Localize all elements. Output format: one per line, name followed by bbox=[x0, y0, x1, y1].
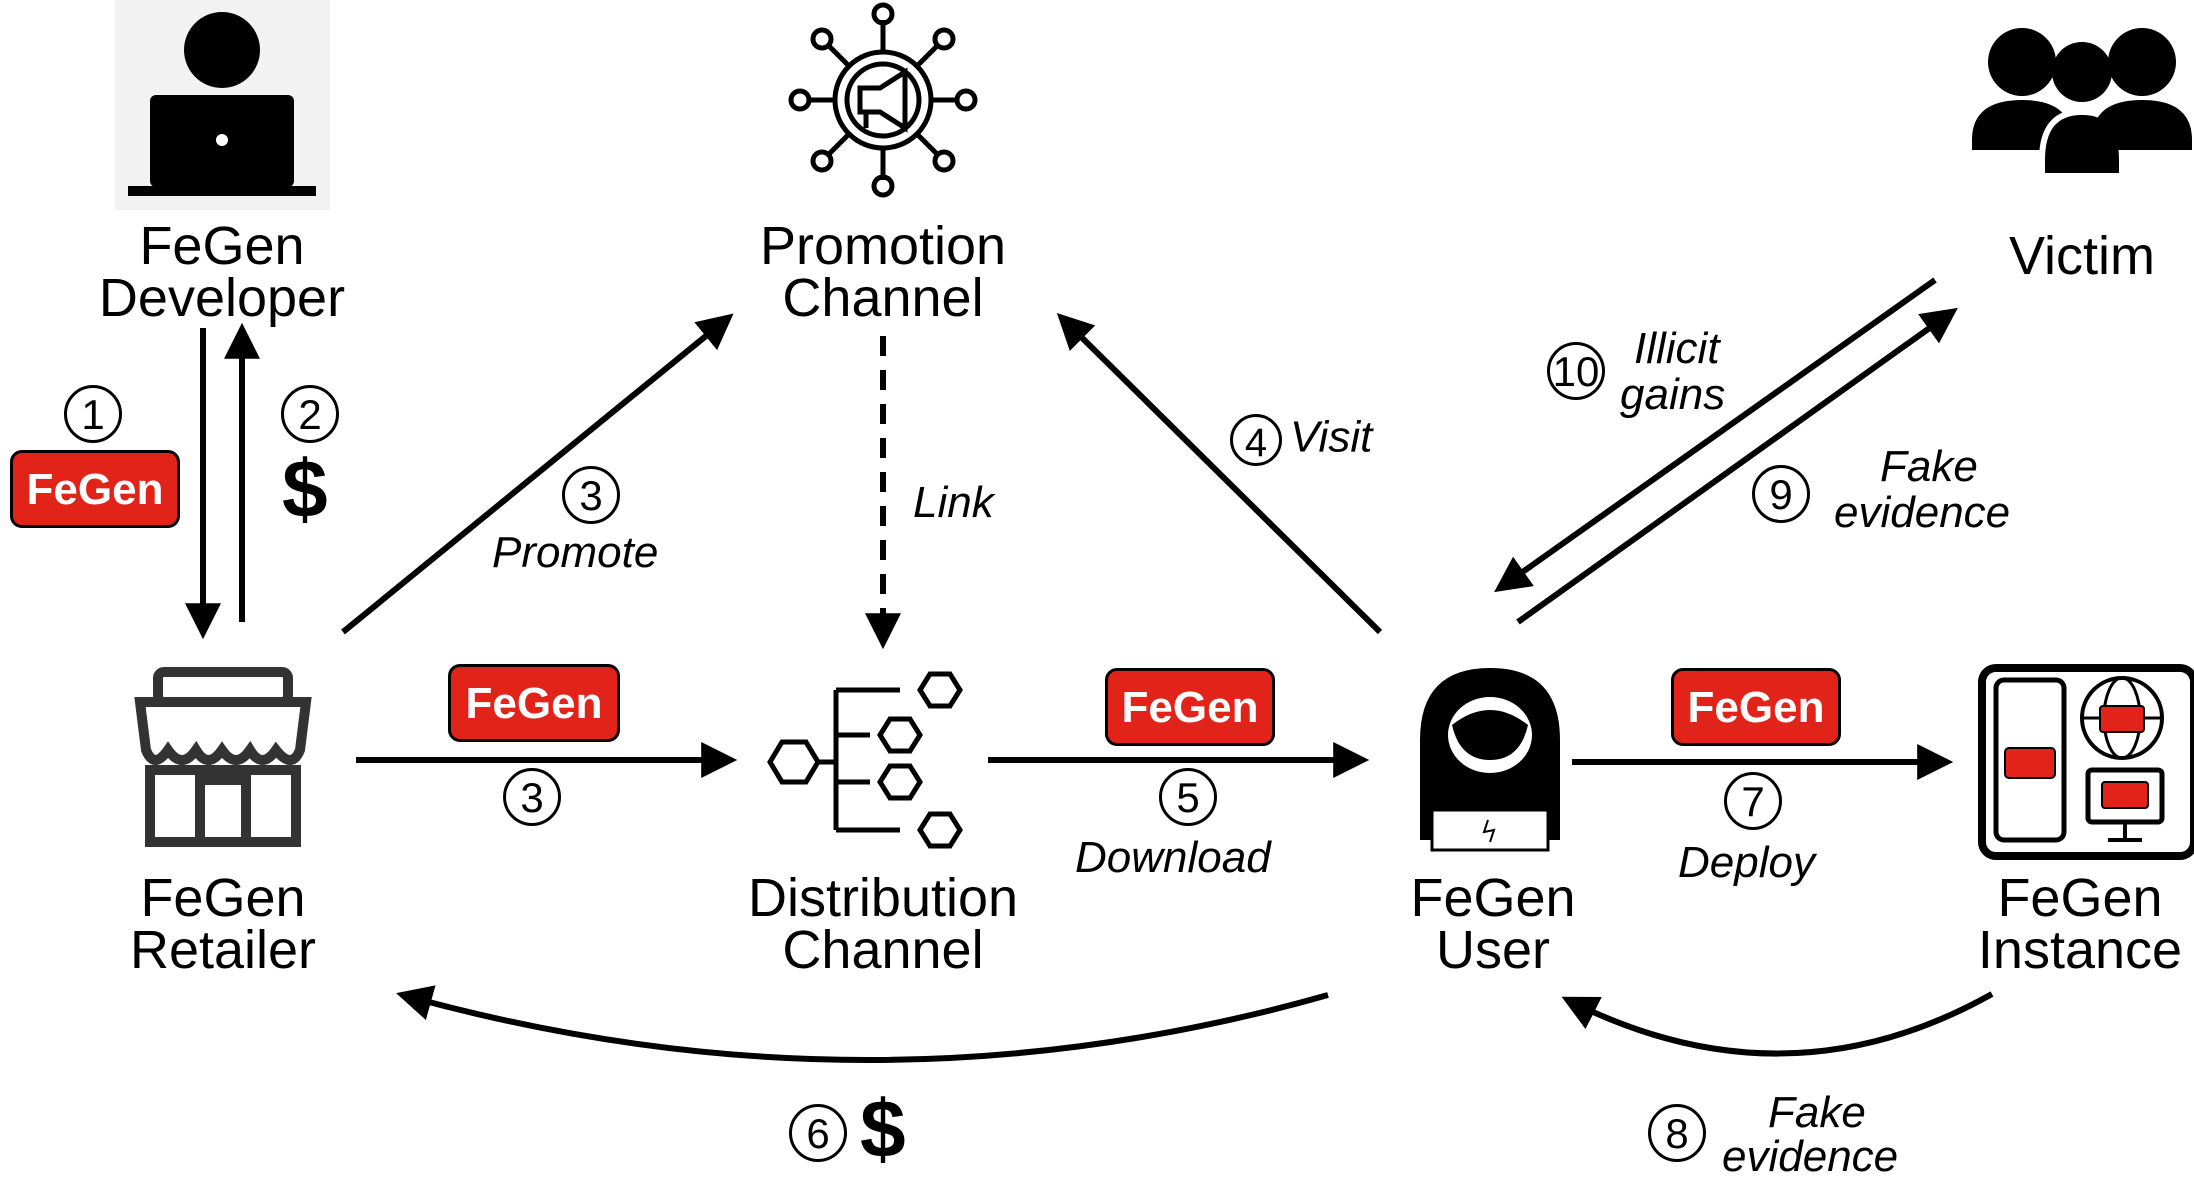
developer-label: FeGen Developer bbox=[98, 216, 346, 328]
step-2-number: 2 bbox=[281, 385, 339, 443]
step-4-label: Visit bbox=[1290, 412, 1373, 462]
step-3a-label: Promote bbox=[492, 528, 659, 577]
instance-label: FeGen Instance bbox=[1977, 868, 2183, 980]
step-10-number: 10 bbox=[1547, 342, 1605, 400]
fegen-badge-step3: FeGen bbox=[448, 664, 620, 742]
developer-label-line2: Developer bbox=[98, 268, 346, 328]
arrow-instance-to-user bbox=[1561, 991, 1994, 1057]
arrow-user-to-promotion bbox=[1056, 312, 1383, 635]
step-4-number: 4 bbox=[1230, 414, 1282, 466]
developer-label-line1: FeGen bbox=[139, 216, 305, 276]
promotion-label-line1: Promotion bbox=[759, 216, 1007, 276]
step-5-number: 5 bbox=[1159, 768, 1217, 826]
step-8-number: 8 bbox=[1648, 1104, 1706, 1162]
storefront-icon bbox=[134, 667, 312, 847]
megaphone-network-icon bbox=[788, 2, 978, 198]
retailer-label: FeGen Retailer bbox=[129, 868, 317, 980]
step-10-label-line2: gains bbox=[1620, 370, 1726, 419]
hexagon-tree-icon bbox=[767, 671, 963, 849]
step-3a-number: 3 bbox=[562, 466, 620, 524]
step-6-number: 6 bbox=[789, 1104, 847, 1162]
distribution-label-line2: Channel bbox=[782, 920, 984, 980]
victim-label: Victim bbox=[2008, 226, 2156, 286]
arrow-user-to-retailer bbox=[396, 985, 1329, 1063]
retailer-label-line2: Retailer bbox=[129, 920, 317, 980]
step-8-label-line1: Fake bbox=[1768, 1088, 1866, 1137]
step-7-number: 7 bbox=[1724, 772, 1782, 830]
step-2-dollar: $ bbox=[282, 444, 328, 535]
distribution-label: Distribution Channel bbox=[747, 868, 1019, 980]
step-10-label-line1: Illicit bbox=[1634, 324, 1720, 373]
step-9-label-line1: Fake bbox=[1880, 442, 1978, 491]
promotion-label: Promotion Channel bbox=[759, 216, 1007, 328]
step-9-number: 9 bbox=[1752, 465, 1810, 523]
developer-laptop-icon bbox=[115, 0, 330, 210]
link-label: Link bbox=[913, 478, 994, 527]
user-label-line2: User bbox=[1435, 920, 1550, 980]
user-label: FeGen User bbox=[1410, 868, 1576, 980]
promotion-label-line2: Channel bbox=[782, 268, 984, 328]
step-5-label: Download bbox=[1075, 833, 1271, 882]
step-6-dollar: $ bbox=[860, 1084, 906, 1175]
instance-label-line1: FeGen bbox=[1997, 868, 2163, 928]
step-1-number: 1 bbox=[64, 385, 122, 443]
fegen-badge-step7: FeGen bbox=[1671, 668, 1841, 746]
distribution-label-line1: Distribution bbox=[747, 868, 1019, 928]
arrow-victim-to-user bbox=[1494, 277, 1937, 593]
victim-label-line1: Victim bbox=[2008, 226, 2156, 286]
step-3b-number: 3 bbox=[503, 768, 561, 826]
arrow-user-to-victim bbox=[1516, 307, 1958, 625]
hooded-hacker-icon bbox=[1420, 668, 1560, 852]
retailer-label-line1: FeGen bbox=[140, 868, 306, 928]
step-8-label-line2: evidence bbox=[1722, 1132, 1899, 1181]
step-9-label-line2: evidence bbox=[1834, 488, 2011, 537]
fegen-badge-step1: FeGen bbox=[10, 450, 180, 528]
people-group-icon bbox=[1972, 28, 2192, 179]
arrow-retailer-to-promotion bbox=[341, 313, 734, 635]
devices-icon bbox=[1978, 664, 2194, 860]
fegen-badge-step5: FeGen bbox=[1105, 668, 1275, 746]
step-7-label: Deploy bbox=[1678, 838, 1815, 887]
user-label-line1: FeGen bbox=[1410, 868, 1576, 928]
instance-label-line2: Instance bbox=[1977, 920, 2183, 980]
